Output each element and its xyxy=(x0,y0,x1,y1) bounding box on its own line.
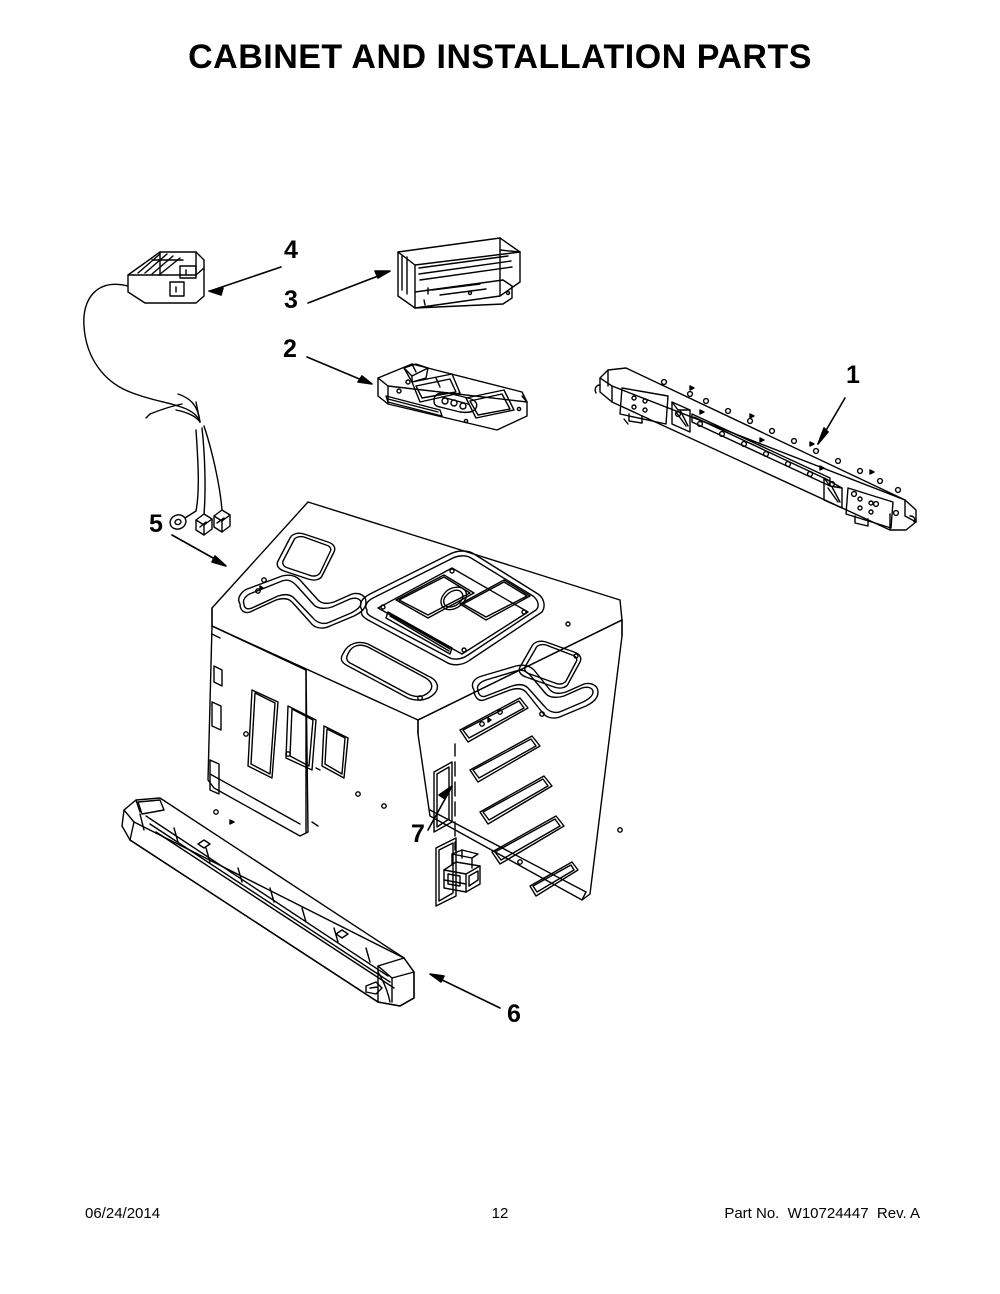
diagram-canvas: 1 2 3 4 5 6 7 xyxy=(83,236,917,1028)
callout-number-7: 7 xyxy=(411,820,425,848)
part-7-mounting-clip xyxy=(443,743,481,893)
part-5-cabinet-housing xyxy=(207,501,623,907)
page-title: CABINET AND INSTALLATION PARTS xyxy=(188,38,812,76)
callout-number-3: 3 xyxy=(284,286,298,314)
page-footer: 06/24/2014 12 Part No. W10724447 Rev. A xyxy=(0,1205,1000,1229)
part-3-top-mounting-bracket xyxy=(397,237,521,309)
part-2-control-panel-plate xyxy=(377,363,528,431)
callout-number-2: 2 xyxy=(283,335,297,363)
callout-number-1: 1 xyxy=(846,361,860,389)
callout-arrows xyxy=(171,266,846,1009)
callout-number-6: 6 xyxy=(507,1000,521,1028)
footer-part-number: Part No. W10724447 Rev. A xyxy=(724,1205,920,1222)
footer-date: 06/24/2014 xyxy=(85,1205,161,1222)
callout-number-5: 5 xyxy=(149,510,163,538)
exploded-parts-diagram: 1 2 3 4 5 6 7 xyxy=(0,110,1000,1150)
part-4-power-cord-assembly xyxy=(83,251,231,536)
part-6-bottom-trim-rail xyxy=(121,797,415,1007)
footer-page-number: 12 xyxy=(491,1205,509,1222)
callout-number-4: 4 xyxy=(284,236,298,264)
part-1-wall-mounting-plate xyxy=(594,367,917,531)
